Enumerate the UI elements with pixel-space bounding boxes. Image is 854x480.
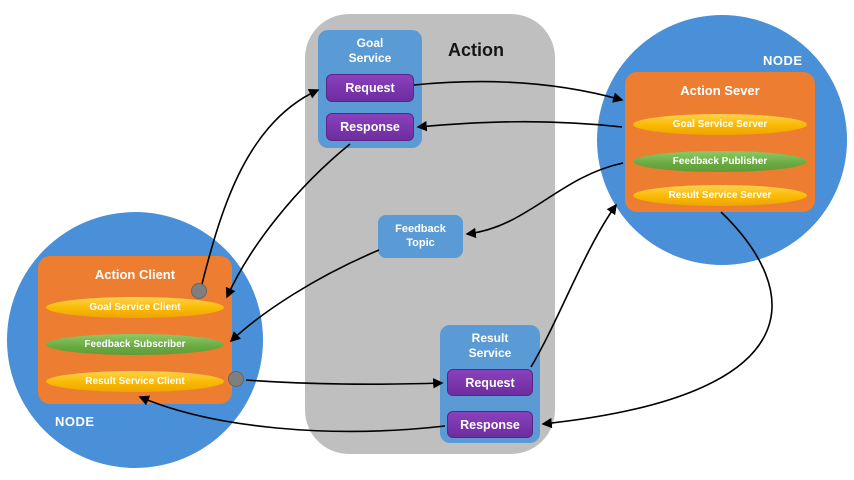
action-client-title: Action Client bbox=[94, 267, 176, 282]
action-title: Action bbox=[448, 40, 504, 60]
feedback-topic-line1: Feedback bbox=[395, 222, 446, 235]
feedback-subscriber-pill: Feedback Subscriber bbox=[46, 334, 224, 355]
goal-client-connection-dot bbox=[191, 283, 207, 299]
result-response-button: Response bbox=[447, 411, 533, 438]
goal-service-title-line2: Service bbox=[348, 51, 392, 65]
result-request-button: Request bbox=[447, 369, 533, 396]
client-node-label: NODE bbox=[55, 414, 95, 429]
feedback-topic-box: Feedback Topic bbox=[378, 215, 463, 258]
action-server-box: Action Sever Goal Service Server Feedbac… bbox=[625, 72, 815, 212]
result-service-box: Result Service Request Response bbox=[440, 325, 540, 443]
result-service-client-pill: Result Service Client bbox=[46, 371, 224, 392]
result-service-server-pill: Result Service Server bbox=[633, 185, 807, 206]
result-service-title-line2: Service bbox=[468, 346, 512, 360]
action-client-box: Action Client Goal Service Client Feedba… bbox=[38, 256, 232, 404]
action-server-title: Action Sever bbox=[680, 83, 760, 98]
goal-service-title: Goal Service bbox=[318, 36, 422, 66]
goal-service-title-line1: Goal bbox=[356, 36, 384, 50]
result-service-title-line1: Result bbox=[471, 331, 509, 345]
server-node-label: NODE bbox=[763, 53, 803, 68]
result-client-connection-dot bbox=[228, 371, 244, 387]
goal-service-box: Goal Service Request Response bbox=[318, 30, 422, 148]
goal-service-client-pill: Goal Service Client bbox=[46, 297, 224, 318]
goal-service-server-pill: Goal Service Server bbox=[633, 114, 807, 135]
result-service-title: Result Service bbox=[440, 331, 540, 361]
feedback-topic-line2: Topic bbox=[406, 236, 435, 249]
goal-request-button: Request bbox=[326, 74, 414, 102]
goal-response-button: Response bbox=[326, 113, 414, 141]
feedback-publisher-pill: Feedback Publisher bbox=[633, 151, 807, 172]
